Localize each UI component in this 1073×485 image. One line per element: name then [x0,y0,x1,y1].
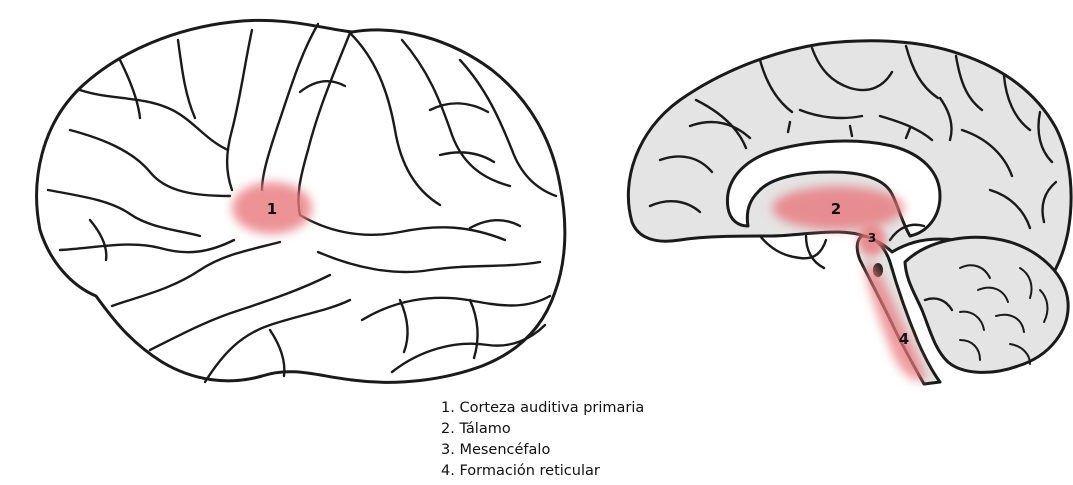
legend-item: 3. Mesencéfalo [441,440,644,461]
legend-item: 2. Tálamo [441,419,644,440]
marker-4: 4 [899,330,909,348]
sagittal-brain-view [628,41,1071,384]
marker-1: 1 [267,200,277,218]
lateral-brain-view [37,20,565,382]
marker-3: 3 [868,231,876,245]
marker-2: 2 [831,200,841,218]
legend-item: 1. Corteza auditiva primaria [441,398,644,419]
legend-item: 4. Formación reticular [441,461,644,482]
legend: 1. Corteza auditiva primaria 2. Tálamo 3… [441,398,644,482]
